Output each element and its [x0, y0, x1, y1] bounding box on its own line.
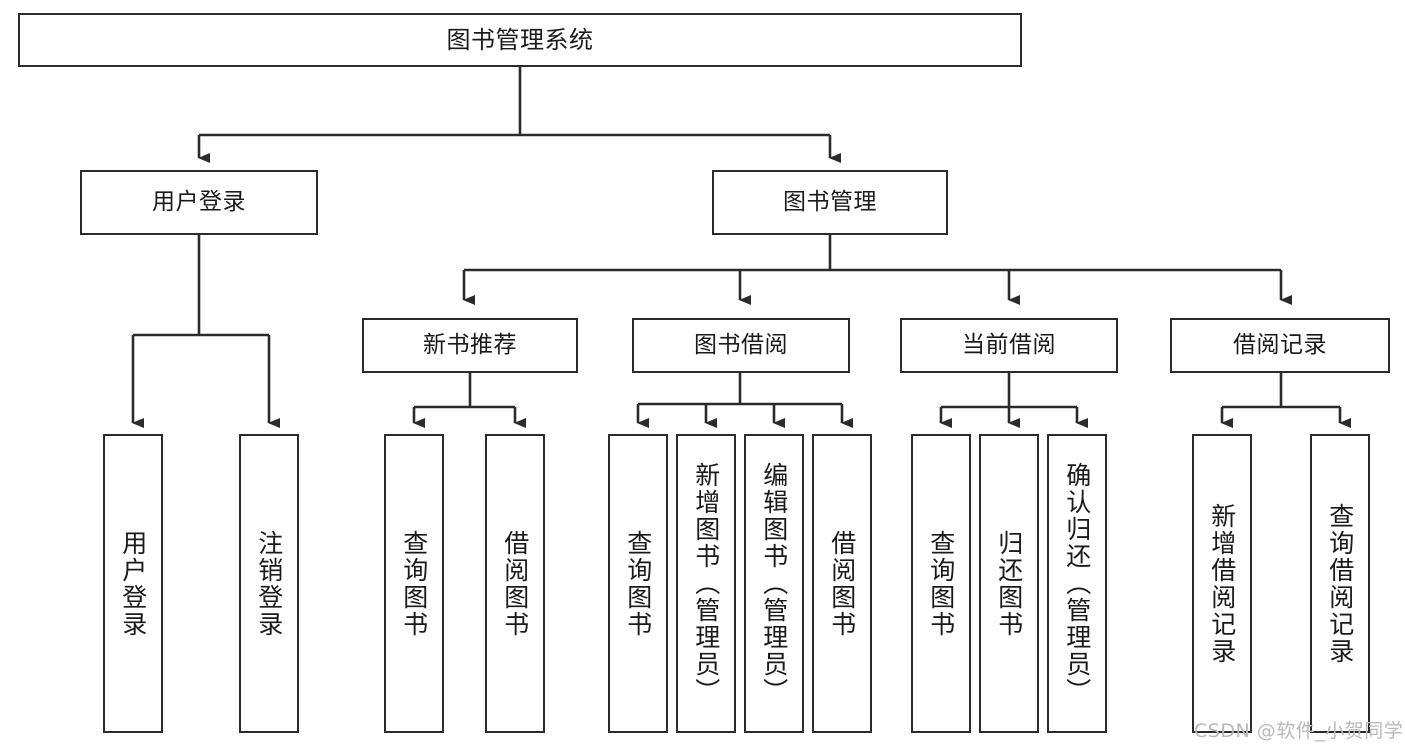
node-label: 新增图书（管理员） — [691, 462, 721, 705]
node-leaf-query-borrow-record[interactable]: 查询借阅记录 — [1310, 434, 1370, 733]
node-leaf-query-book-recommend[interactable]: 查询图书 — [384, 434, 444, 733]
node-label: 查询图书 — [926, 529, 956, 638]
watermark-text: CSDN @软件_小贺同学 — [1194, 720, 1404, 742]
node-label: 归还图书 — [994, 529, 1024, 638]
node-borrow-record[interactable]: 借阅记录 — [1170, 318, 1390, 373]
node-label: 图书借阅 — [694, 331, 788, 358]
node-leaf-logout-login[interactable]: 注销登录 — [239, 434, 299, 733]
node-book-borrow[interactable]: 图书借阅 — [632, 318, 850, 373]
node-label: 图书管理系统 — [446, 25, 594, 54]
node-leaf-add-borrow-record[interactable]: 新增借阅记录 — [1192, 434, 1252, 733]
node-user-login[interactable]: 用户登录 — [80, 170, 318, 235]
node-root-book-management-system[interactable]: 图书管理系统 — [18, 13, 1022, 67]
node-label: 查询借阅记录 — [1325, 502, 1355, 665]
node-current-borrow[interactable]: 当前借阅 — [900, 318, 1118, 373]
node-label: 借阅记录 — [1233, 331, 1327, 358]
node-leaf-edit-book[interactable]: 编辑图书（管理员） — [744, 434, 804, 733]
node-label: 用户登录 — [152, 188, 246, 215]
node-label: 确认归还（管理员） — [1062, 462, 1092, 705]
node-label: 图书管理 — [783, 188, 877, 215]
node-leaf-confirm-return[interactable]: 确认归还（管理员） — [1047, 434, 1107, 733]
node-leaf-query-book-current[interactable]: 查询图书 — [911, 434, 971, 733]
node-book-management[interactable]: 图书管理 — [712, 170, 948, 235]
node-leaf-borrow-book[interactable]: 借阅图书 — [812, 434, 872, 733]
node-label: 当前借阅 — [962, 331, 1056, 358]
node-label: 借阅图书 — [500, 529, 530, 638]
node-leaf-user-login[interactable]: 用户登录 — [103, 434, 163, 733]
node-label: 注销登录 — [254, 529, 284, 638]
node-label: 查询图书 — [399, 529, 429, 638]
node-new-book-recommend[interactable]: 新书推荐 — [362, 318, 578, 373]
node-leaf-return-book[interactable]: 归还图书 — [979, 434, 1039, 733]
node-leaf-borrow-book-recommend[interactable]: 借阅图书 — [485, 434, 545, 733]
node-label: 新书推荐 — [423, 331, 517, 358]
node-label: 借阅图书 — [827, 529, 857, 638]
node-leaf-add-book[interactable]: 新增图书（管理员） — [676, 434, 736, 733]
node-label: 新增借阅记录 — [1207, 502, 1237, 665]
node-leaf-query-book-borrow[interactable]: 查询图书 — [608, 434, 668, 733]
node-label: 用户登录 — [118, 529, 148, 638]
node-label: 编辑图书（管理员） — [759, 462, 789, 705]
node-label: 查询图书 — [623, 529, 653, 638]
